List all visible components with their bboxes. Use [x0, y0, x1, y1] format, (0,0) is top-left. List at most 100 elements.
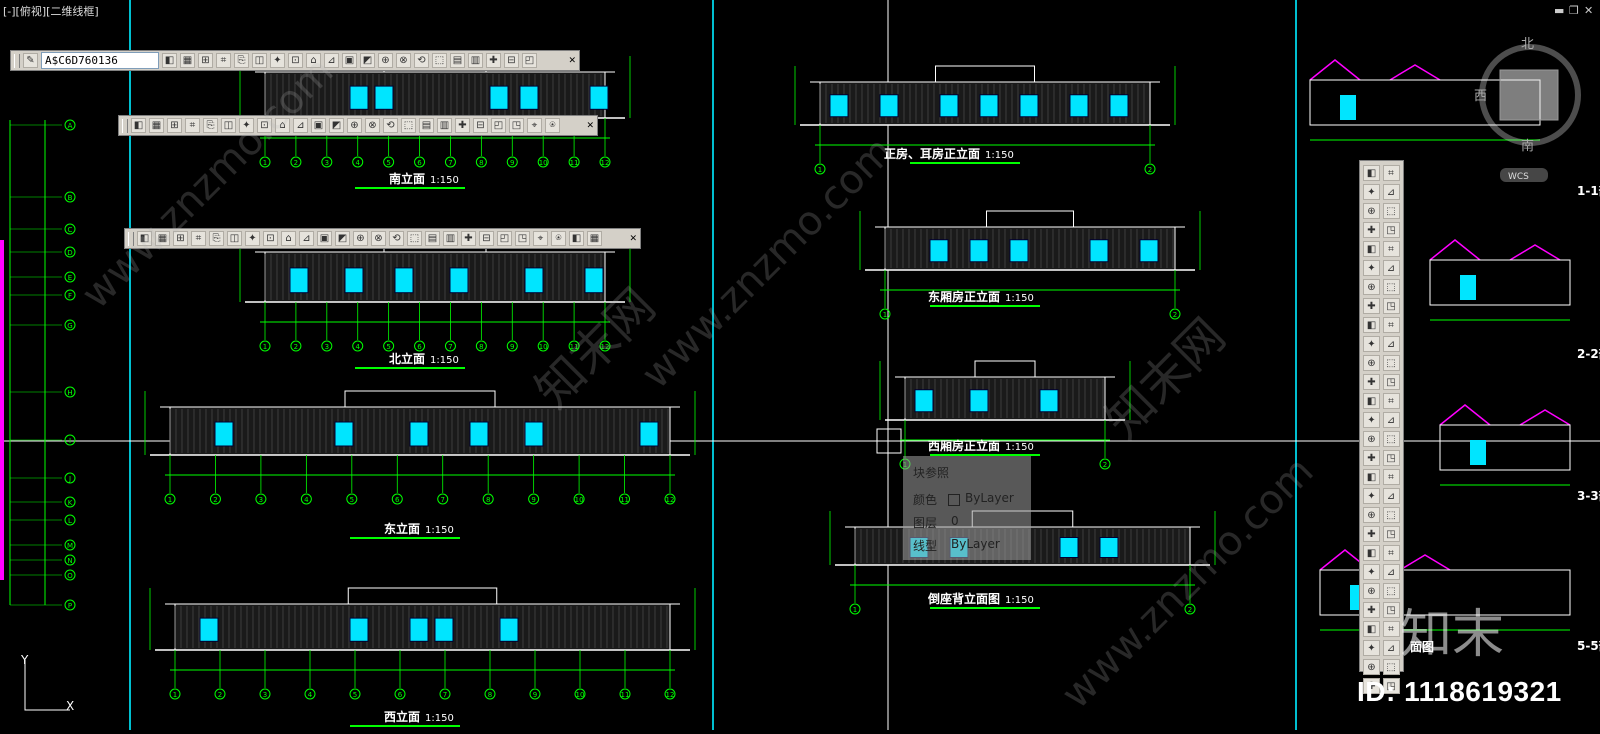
modify-tool-icon[interactable]: ◳: [515, 231, 530, 246]
properties-tool-icon[interactable]: ⊡: [288, 53, 303, 68]
properties-tool-icon[interactable]: ◰: [522, 53, 537, 68]
draw-tool-icon[interactable]: ▥: [437, 118, 452, 133]
properties-tool-icon[interactable]: ⬚: [432, 53, 447, 68]
modify-tool-icon[interactable]: ▦: [587, 231, 602, 246]
modify-tool-icon[interactable]: ✦: [245, 231, 260, 246]
modify-tool-icon[interactable]: ◰: [497, 231, 512, 246]
modify-tool-icon[interactable]: ▤: [425, 231, 440, 246]
modify-tool-icon[interactable]: ◧: [137, 231, 152, 246]
palette-tool-icon[interactable]: ✚: [1363, 374, 1380, 390]
palette-tool-icon[interactable]: ⬚: [1382, 203, 1400, 219]
properties-tool-icon[interactable]: ◧: [162, 53, 177, 68]
draw-tool-icon[interactable]: ⊗: [365, 118, 380, 133]
draw-tool-icon[interactable]: ⊿: [293, 118, 308, 133]
properties-tool-icon[interactable]: ✦: [270, 53, 285, 68]
palette-tool-icon[interactable]: ⊕: [1363, 279, 1380, 295]
properties-tool-icon[interactable]: ▦: [180, 53, 195, 68]
palette-tool-icon[interactable]: ◧: [1363, 469, 1380, 485]
modify-tool-icon[interactable]: ▦: [155, 231, 170, 246]
properties-tool-icon[interactable]: ⊞: [198, 53, 213, 68]
palette-tool-icon[interactable]: ⌗: [1382, 165, 1400, 181]
draw-tool-icon[interactable]: ⊟: [473, 118, 488, 133]
properties-tool-icon[interactable]: ⊟: [504, 53, 519, 68]
modify-tool-icon[interactable]: ⊞: [173, 231, 188, 246]
palette-tool-icon[interactable]: ⌗: [1382, 469, 1400, 485]
toolbar-close-icon[interactable]: ✕: [629, 233, 637, 244]
palette-tool-icon[interactable]: ⊕: [1363, 203, 1380, 219]
restore-icon[interactable]: ❐: [1569, 4, 1579, 17]
properties-tool-icon[interactable]: ⌂: [306, 53, 321, 68]
palette-tool-icon[interactable]: ⌗: [1382, 545, 1400, 561]
modify-tool-icon[interactable]: ⍟: [551, 231, 566, 246]
palette-tool-icon[interactable]: ⬚: [1382, 659, 1400, 675]
modify-tool-icon[interactable]: ⎘: [209, 231, 224, 246]
draw-tool-icon[interactable]: ◧: [131, 118, 146, 133]
draw-tool-icon[interactable]: ✚: [455, 118, 470, 133]
palette-tool-icon[interactable]: ◧: [1363, 165, 1380, 181]
palette-tool-icon[interactable]: ◳: [1382, 678, 1400, 694]
properties-tool-icon[interactable]: ✚: [486, 53, 501, 68]
palette-tool-icon[interactable]: ⊕: [1363, 507, 1380, 523]
palette-tool-icon[interactable]: ✦: [1363, 488, 1380, 504]
properties-tool-icon[interactable]: ▥: [468, 53, 483, 68]
palette-tool-icon[interactable]: ✦: [1363, 336, 1380, 352]
modify-tool-icon[interactable]: ◫: [227, 231, 242, 246]
draw-tool-icon[interactable]: ⊡: [257, 118, 272, 133]
draw-tool-icon[interactable]: ⌂: [275, 118, 290, 133]
modify-tool-icon[interactable]: ◧: [569, 231, 584, 246]
draw-tool-icon[interactable]: ◳: [509, 118, 524, 133]
draw-tool-icon[interactable]: ⊞: [167, 118, 182, 133]
palette-tool-icon[interactable]: ✚: [1363, 526, 1380, 542]
palette-tool-icon[interactable]: ⊿: [1382, 488, 1400, 504]
palette-tool-icon[interactable]: ⊿: [1382, 184, 1400, 200]
palette-tool-icon[interactable]: ◳: [1382, 602, 1400, 618]
palette-tool-icon[interactable]: ⌗: [1382, 317, 1400, 333]
modify-tool-icon[interactable]: ⊿: [299, 231, 314, 246]
modify-tool-icon[interactable]: ◩: [335, 231, 350, 246]
draw-tool-icon[interactable]: ⍟: [545, 118, 560, 133]
palette-tool-icon[interactable]: ⌗: [1382, 241, 1400, 257]
draw-tool-icon[interactable]: ▦: [149, 118, 164, 133]
draw-tool-icon[interactable]: ◰: [491, 118, 506, 133]
draw-tool-icon[interactable]: ⟲: [383, 118, 398, 133]
palette-tool-icon[interactable]: ✚: [1363, 602, 1380, 618]
modify-tool-icon[interactable]: ✚: [461, 231, 476, 246]
palette-tool-icon[interactable]: ✦: [1363, 260, 1380, 276]
draw-tool-icon[interactable]: ◩: [329, 118, 344, 133]
palette-tool-icon[interactable]: ◳: [1382, 374, 1400, 390]
draw-tool-icon[interactable]: ▤: [419, 118, 434, 133]
palette-tool-icon[interactable]: ◳: [1382, 222, 1400, 238]
toolbar-close-icon[interactable]: ✕: [586, 120, 594, 131]
modify-tool-icon[interactable]: ▥: [443, 231, 458, 246]
modify-tool-icon[interactable]: ▣: [317, 231, 332, 246]
draw-tool-icon[interactable]: ⌗: [185, 118, 200, 133]
palette-tool-icon[interactable]: ⬚: [1382, 507, 1400, 523]
palette-tool-icon[interactable]: ◧: [1363, 317, 1380, 333]
palette-tool-icon[interactable]: ⊿: [1382, 336, 1400, 352]
edit-icon[interactable]: ✎: [23, 53, 38, 68]
modify-tool-icon[interactable]: ⌂: [281, 231, 296, 246]
properties-tool-icon[interactable]: ⌗: [216, 53, 231, 68]
properties-tool-icon[interactable]: ◫: [252, 53, 267, 68]
draw-tool-icon[interactable]: ⎘: [203, 118, 218, 133]
palette-tool-icon[interactable]: ◧: [1363, 545, 1380, 561]
palette-tool-icon[interactable]: ⌗: [1382, 393, 1400, 409]
palette-tool-icon[interactable]: ⊕: [1363, 659, 1380, 675]
draw-tool-icon[interactable]: ⬚: [401, 118, 416, 133]
toolbar-close-icon[interactable]: ✕: [568, 55, 576, 66]
draw-tool-icon[interactable]: ⌖: [527, 118, 542, 133]
palette-tool-icon[interactable]: ◧: [1363, 241, 1380, 257]
properties-tool-icon[interactable]: ⊿: [324, 53, 339, 68]
modify-tool-icon[interactable]: ⊗: [371, 231, 386, 246]
palette-tool-icon[interactable]: ⊿: [1382, 564, 1400, 580]
modify-tool-icon[interactable]: ⊡: [263, 231, 278, 246]
modify-tool-icon[interactable]: ⊕: [353, 231, 368, 246]
properties-tool-icon[interactable]: ◩: [360, 53, 375, 68]
palette-tool-icon[interactable]: ⌗: [1382, 621, 1400, 637]
palette-tool-icon[interactable]: ✚: [1363, 450, 1380, 466]
draw-tool-icon[interactable]: ⊕: [347, 118, 362, 133]
modify-tool-icon[interactable]: ⬚: [407, 231, 422, 246]
palette-tool-icon[interactable]: ◳: [1382, 298, 1400, 314]
properties-tool-icon[interactable]: ▤: [450, 53, 465, 68]
